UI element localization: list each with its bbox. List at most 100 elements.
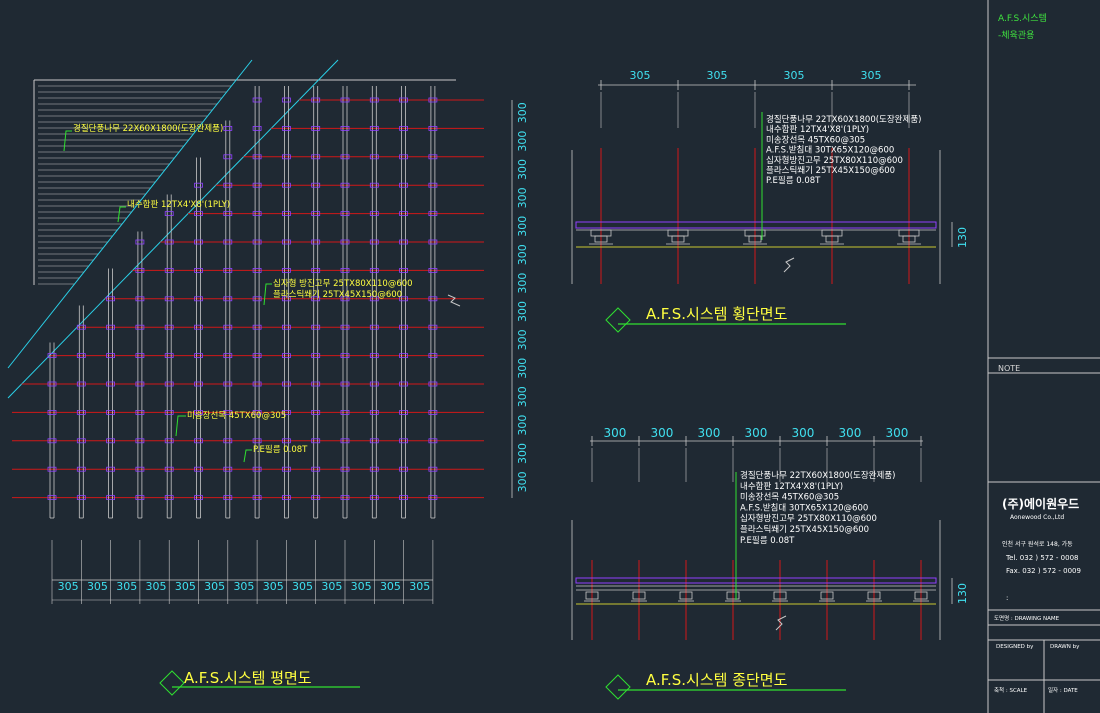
pad-marker	[252, 381, 262, 387]
lsec-support	[632, 591, 646, 600]
pad-marker	[340, 267, 350, 273]
pad-marker	[47, 409, 57, 415]
plan-vdim-text: 300	[516, 471, 529, 492]
project-name: A.F.S.시스템	[998, 14, 1047, 24]
pad-marker	[106, 296, 115, 302]
pad-marker	[194, 211, 203, 217]
pad-marker	[311, 239, 321, 245]
pad-marker	[252, 182, 262, 188]
pad-marker	[135, 409, 145, 415]
pad-marker	[223, 381, 233, 387]
cross-section-callouts: 경질단풍나무 22TX60X1800(도장완제품)내수합판 12TX4'X8'(…	[761, 112, 921, 240]
lsec-support	[585, 591, 599, 600]
pad-marker	[194, 353, 203, 359]
plan-vdim-text: 300	[516, 301, 529, 322]
floor-board-hatch	[38, 85, 232, 285]
lsec-height-text: 130	[956, 583, 969, 604]
pad-marker	[135, 324, 145, 330]
pad-marker	[76, 438, 86, 444]
plan-vdim-text: 300	[516, 358, 529, 379]
long-section-callouts: 경질단풍나무 22TX60X1800(도장완제품)내수합판 12TX4'X8'(…	[735, 470, 895, 600]
pad-marker	[428, 296, 438, 302]
pad-marker	[135, 296, 145, 302]
pad-marker	[311, 409, 321, 415]
plan-vdim-text: 300	[516, 386, 529, 407]
pad-marker	[194, 296, 203, 302]
xsec-floor-board	[575, 221, 937, 229]
note-label: NOTE	[998, 364, 1021, 373]
project-subtitle: -체육관용	[998, 31, 1035, 41]
long-section-body: 130	[571, 520, 969, 640]
pad-marker	[194, 239, 203, 245]
title-block: A.F.S.시스템 -체육관용 NOTE (주)에이원우드 Aonewood C…	[988, 0, 1100, 713]
pad-marker	[223, 495, 233, 501]
pad-marker	[164, 466, 174, 472]
pad-marker	[281, 353, 291, 359]
label-rubber: 십자형 방진고무 25TX80X110@600	[273, 278, 413, 289]
pad-marker	[369, 267, 379, 273]
pad-marker	[399, 154, 409, 160]
lsec-break-mark	[775, 615, 787, 631]
pad-marker	[311, 267, 321, 273]
xsec-callout-text: 플라스틱쐐기 25TX45X150@600	[766, 165, 895, 176]
pad-marker	[76, 353, 86, 359]
xsec-callout-text: P.E필름 0.08T	[766, 175, 821, 186]
plan-vdim-text: 300	[516, 159, 529, 180]
drawn-by-label: DRAWN by	[1050, 644, 1080, 650]
pad-marker	[106, 353, 115, 359]
pad-marker	[428, 353, 438, 359]
pad-marker	[369, 409, 379, 415]
pad-marker	[223, 324, 233, 330]
designed-by-label: DESIGNED by	[996, 644, 1034, 650]
xsec-dim-text: 305	[861, 69, 882, 82]
pad-marker	[281, 211, 291, 217]
xsec-dim-text: 305	[784, 69, 805, 82]
company-name-en: Aonewood Co.,Ltd	[1010, 514, 1065, 521]
pad-marker	[399, 239, 409, 245]
pad-marker	[194, 409, 203, 415]
lsec-callout-text: 내수합판 12TX4'X8'(1PLY)	[740, 482, 843, 492]
xsec-callout-text: 미송장선목 45TX60@305	[766, 134, 865, 145]
pad-marker	[340, 438, 350, 444]
pad-marker	[281, 296, 291, 302]
pad-marker	[399, 438, 409, 444]
pad-marker	[223, 239, 233, 245]
plan-dim-text: 305	[409, 580, 430, 593]
pad-markers	[47, 97, 438, 501]
xsec-rubber	[671, 235, 685, 243]
title-block-frame	[987, 0, 1100, 713]
leader-pe	[243, 449, 252, 463]
pad-marker	[135, 239, 145, 245]
xsec-rubber	[902, 235, 916, 243]
pad-marker	[164, 267, 174, 273]
pad-marker	[135, 466, 145, 472]
pad-marker	[281, 154, 291, 160]
pad-marker	[252, 466, 262, 472]
pad-marker	[281, 182, 291, 188]
pad-marker	[223, 409, 233, 415]
pad-marker	[311, 182, 321, 188]
plan-vdim-text: 300	[516, 102, 529, 123]
title-diamond-cross	[605, 307, 631, 333]
pad-marker	[194, 381, 203, 387]
pad-marker	[47, 466, 57, 472]
pad-marker	[223, 182, 233, 188]
pad-marker	[135, 495, 145, 501]
pad-marker	[340, 182, 350, 188]
pad-marker	[47, 438, 57, 444]
lsec-support	[914, 591, 928, 600]
pad-marker	[135, 381, 145, 387]
label-wood: 경질단풍나무 22X60X1800(도장완제품)	[73, 123, 223, 134]
pad-marker	[164, 324, 174, 330]
pad-marker	[369, 182, 379, 188]
pad-marker	[311, 466, 321, 472]
pad-marker	[369, 438, 379, 444]
pad-marker	[281, 97, 291, 103]
pad-marker	[311, 381, 321, 387]
pad-marker	[399, 324, 409, 330]
company-fax: Fax. 032 ) 572 - 0009	[1006, 567, 1081, 575]
lsec-callout-text: A.F.S.받침대 30TX65X120@600	[740, 502, 868, 513]
pad-marker	[106, 495, 115, 501]
